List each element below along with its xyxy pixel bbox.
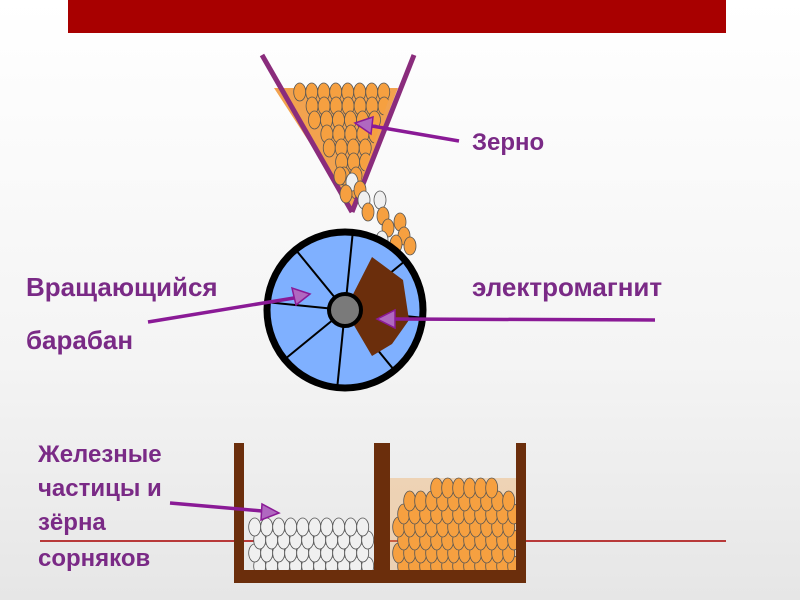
grain	[474, 477, 488, 499]
grain	[414, 490, 428, 512]
bin-wall-right	[516, 443, 526, 583]
top-bar	[68, 0, 726, 33]
label-grain: Зерно	[472, 129, 544, 156]
grain	[293, 82, 307, 102]
arrow-magnet-head	[375, 308, 396, 330]
bin-wall-left	[234, 443, 244, 583]
bin-wall-middle	[374, 443, 390, 583]
grain	[322, 138, 336, 158]
weed-seed	[344, 517, 358, 537]
label-electromagnet: электромагнит	[472, 272, 662, 302]
hopper	[259, 53, 417, 214]
label-iron-line2: частицы и	[38, 475, 162, 502]
arrow-iron-head	[260, 502, 281, 522]
weed-seed	[332, 517, 346, 537]
grain	[485, 477, 499, 499]
label-iron-line1: Железные	[37, 441, 162, 468]
weed-seed	[308, 517, 322, 537]
arrow-drum-line	[147, 296, 295, 324]
weed-seed	[284, 517, 298, 537]
falling-grains	[333, 166, 417, 256]
collection-bins	[234, 443, 526, 583]
bin-floor	[234, 570, 526, 583]
grain	[441, 477, 455, 499]
pointer-arrows	[147, 115, 656, 522]
label-drum-line1: Вращающийся	[26, 272, 218, 302]
electromagnet-block	[345, 257, 409, 356]
arrow-grain-head	[353, 115, 374, 136]
grain	[339, 184, 353, 204]
grain	[502, 490, 516, 512]
weed-seed	[260, 517, 274, 537]
grain	[403, 236, 417, 256]
grain	[308, 110, 321, 130]
weed-seed	[296, 517, 310, 537]
weed-seed	[356, 517, 370, 537]
right-bin-grains	[392, 477, 516, 570]
drum-axle	[327, 292, 363, 328]
hopper-left-wall	[259, 53, 355, 214]
grain	[463, 477, 477, 499]
arrow-grain-line	[371, 124, 460, 143]
left-bin-weed-seeds	[248, 517, 374, 570]
label-drum-line2: барабан	[26, 325, 133, 355]
grain	[430, 477, 444, 499]
weed-seed	[320, 517, 334, 537]
grain	[361, 202, 375, 222]
arrow-magnet-line	[394, 317, 656, 322]
grain	[373, 190, 387, 210]
drum-rim	[263, 228, 427, 392]
grain	[333, 166, 347, 186]
label-iron-line3: зёрна	[38, 509, 106, 536]
weed-seed	[248, 517, 262, 537]
arrow-drum-head	[290, 286, 312, 307]
rotating-drum	[263, 228, 427, 392]
arrow-iron-line	[169, 501, 263, 513]
grain	[403, 490, 417, 512]
weed-seed	[272, 517, 286, 537]
label-iron-line4: сорняков	[38, 545, 150, 572]
grain	[452, 477, 466, 499]
